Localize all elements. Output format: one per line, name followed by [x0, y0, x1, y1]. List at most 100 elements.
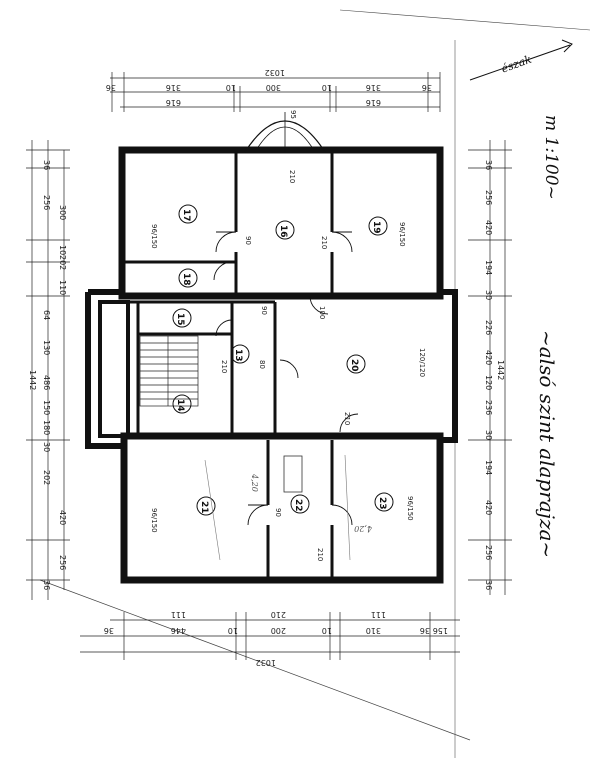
dim-top-e: 10	[322, 83, 332, 92]
dim-bottom-j: 36	[420, 626, 430, 635]
room-13-number: 13	[233, 349, 243, 362]
staircase	[139, 335, 199, 407]
arch-label: 95	[289, 110, 297, 119]
dim-right-c: 420	[484, 220, 493, 235]
dim-right-f: 226	[484, 320, 493, 335]
room-13: 13	[230, 344, 250, 364]
dim-right-a: 36	[484, 160, 493, 170]
door-label: 90	[274, 508, 282, 517]
dim-left-f: 110	[58, 280, 67, 295]
dim-left-m: 202	[42, 470, 51, 485]
bottom-dimension-labels: 111 210 111 36 446 10 200 10 310 36 156 …	[104, 610, 448, 667]
dim-left-e: 202	[58, 255, 67, 270]
door-window-labels: 96/150 96/150 210 90 210 90 100 210 80 1…	[150, 170, 426, 561]
room-17: 17	[178, 204, 198, 224]
room-18: 18	[178, 268, 198, 288]
pencil-annotations: 4,20 4,20	[204, 454, 373, 561]
pencil-note: 4,20	[354, 524, 373, 533]
dim-top-d: 300	[266, 83, 281, 92]
room-22-number: 22	[293, 499, 303, 512]
dim-bottom-b: 210	[271, 610, 286, 619]
room-20-number: 20	[349, 359, 359, 372]
bottom-dimensions	[80, 612, 460, 660]
right-dimension-labels: 1442 36 256 420 194 30 226 420 120 236 3…	[484, 160, 505, 590]
dim-right-l: 420	[484, 500, 493, 515]
room-15: 15	[172, 308, 192, 328]
dim-bottom-h: 10	[322, 626, 332, 635]
entry-arch: 95	[244, 110, 326, 153]
door-label: 100	[318, 306, 326, 319]
construction-line	[39, 579, 471, 741]
pencil-note: 4,20	[250, 473, 259, 492]
top-dimensions: 1032 36 316 10 300 10 316 36 616 616	[106, 68, 441, 112]
dim-left-l: 30	[42, 442, 51, 452]
dim-top-total: 1032	[265, 68, 285, 77]
dim-left-h: 130	[42, 340, 51, 355]
door-label: 210	[343, 412, 351, 425]
dim-left-b: 256	[42, 195, 51, 210]
dim-left-i: 486	[42, 375, 51, 390]
dim-bottom-d: 36	[104, 626, 114, 635]
dim-left-j: 150	[42, 400, 51, 415]
dim-top-a: 36	[106, 83, 116, 92]
room-23: 23	[374, 492, 394, 512]
dim-right-d: 194	[484, 260, 493, 275]
dim-left-o: 256	[58, 555, 67, 570]
dim-left-p: 36	[42, 580, 51, 590]
dim-right-h: 120	[484, 375, 493, 390]
room-14: 14	[172, 394, 192, 414]
window-label: 96/150	[398, 222, 406, 247]
dim-top-c: 10	[226, 83, 236, 92]
dim-bottom-i: 310	[366, 626, 381, 635]
room-16: 16	[275, 220, 295, 240]
dim-right-total: 1442	[496, 360, 505, 380]
window-label: 120/120	[418, 348, 426, 377]
dim-right-j: 30	[484, 430, 493, 440]
door-label: 90	[260, 306, 268, 315]
left-dimension-labels: 1442 36 256 300 10 202 110 64 130 486 15…	[28, 160, 67, 590]
dim-right-g: 420	[484, 350, 493, 365]
door-label: 210	[316, 548, 324, 561]
construction-line	[339, 9, 591, 31]
dim-right-n: 36	[484, 580, 493, 590]
room-17-number: 17	[181, 209, 191, 222]
door-label: 210	[288, 170, 296, 183]
dim-right-e: 30	[484, 290, 493, 300]
dim-top-b: 316	[166, 83, 181, 92]
dim-bottom-e: 446	[171, 626, 186, 635]
dim-left-k: 180	[42, 420, 51, 435]
dim-right-i: 236	[484, 400, 493, 415]
dim-top-g: 36	[422, 83, 432, 92]
right-dimensions	[468, 140, 512, 595]
plan-scale: m 1:100~	[541, 115, 561, 200]
door-label: 210	[220, 360, 228, 373]
dim-top-616-right: 616	[366, 98, 381, 107]
dim-right-k: 194	[484, 460, 493, 475]
room-21-number: 21	[199, 501, 209, 514]
building-walls	[85, 146, 458, 584]
window-label: 96/150	[150, 224, 158, 249]
dim-left-total: 1442	[28, 370, 37, 390]
dim-bottom-total: 1032	[256, 658, 276, 667]
dim-left-c: 300	[58, 205, 67, 220]
room-14-number: 14	[175, 399, 185, 412]
dim-top-616-left: 616	[166, 98, 181, 107]
window-label: 96/150	[406, 496, 414, 521]
room-22: 22	[290, 494, 310, 514]
dim-top-f: 316	[366, 83, 381, 92]
room-15-number: 15	[175, 313, 185, 326]
window-label: 96/150	[150, 508, 158, 533]
room-20: 20	[346, 354, 366, 374]
dim-bottom-f: 10	[228, 626, 238, 635]
dim-bottom-c: 111	[371, 610, 386, 619]
dim-left-n: 420	[58, 510, 67, 525]
dim-right-b: 256	[484, 190, 493, 205]
dim-left-g: 64	[42, 310, 51, 320]
door-label: 210	[320, 236, 328, 249]
dim-bottom-a: 111	[171, 610, 186, 619]
interior-walls	[124, 152, 334, 580]
room-labels: 17 16 19 18 15 13 14 20	[172, 204, 394, 516]
room-16-number: 16	[278, 225, 288, 238]
door-label: 80	[258, 360, 266, 369]
